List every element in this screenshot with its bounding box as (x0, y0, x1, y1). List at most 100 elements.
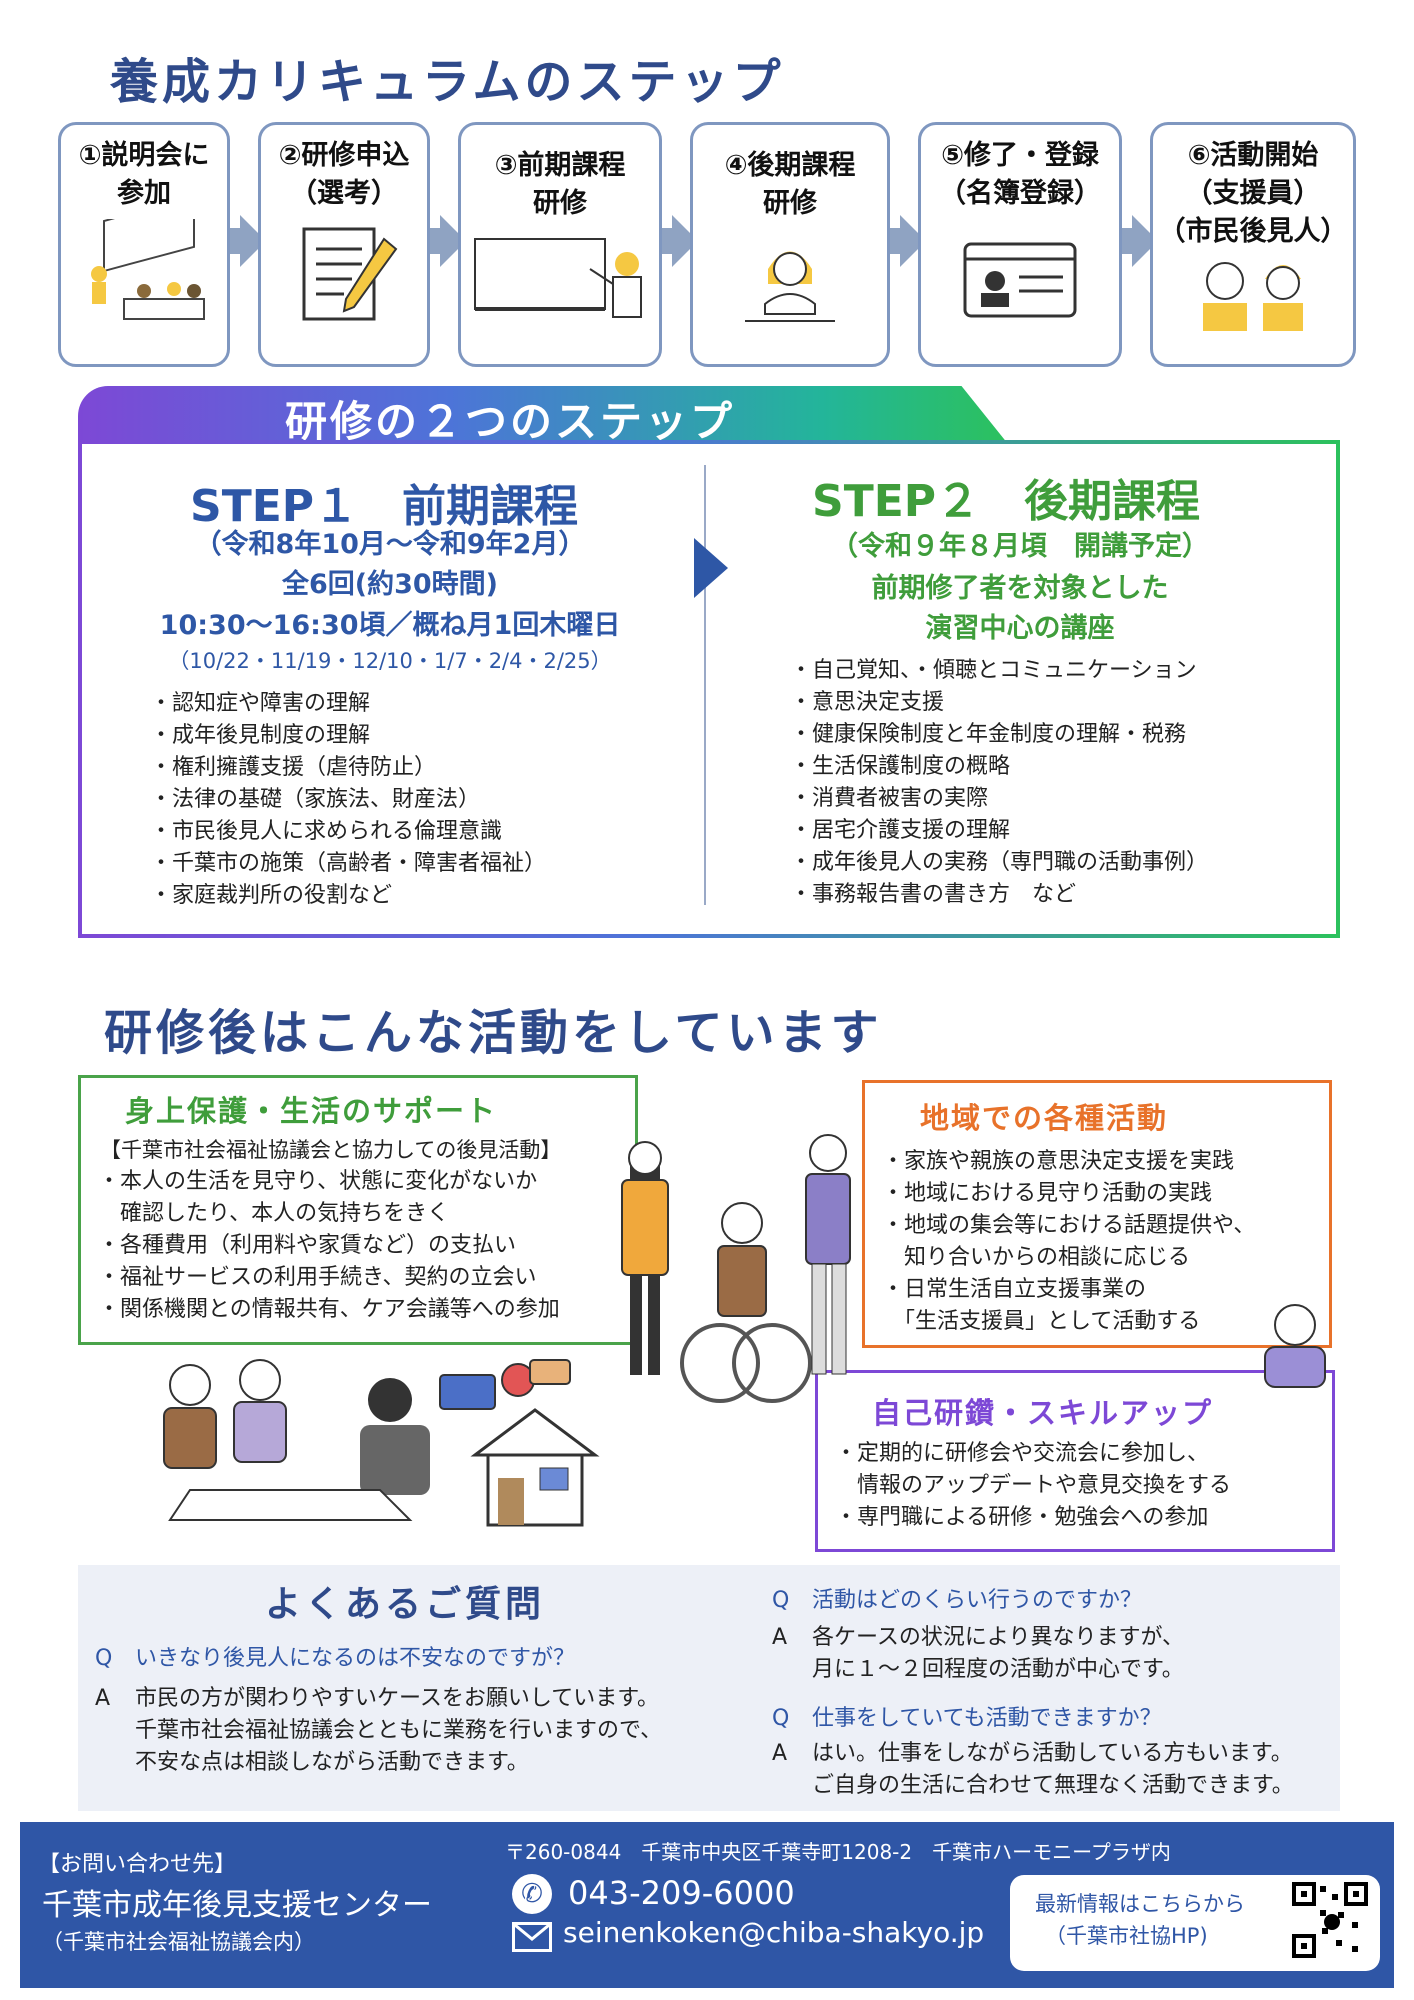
community-item: ・地域における見守り活動の実践 (882, 1181, 1213, 1206)
community-item: ・家族や親族の意思決定支援を実践 (882, 1149, 1235, 1174)
faq-section (78, 1565, 1340, 1811)
support-item: ・関係機関との情報共有、ケア会議等への参加 (98, 1297, 560, 1322)
list-item: 居宅介護支援の理解 (790, 815, 1208, 847)
list-item: 家庭裁判所の役割など (150, 880, 546, 912)
step-card-1: ①説明会に 参加 (58, 122, 230, 367)
training-steps-title: 研修の２つのステップ (285, 397, 736, 446)
support-title: 身上保護・生活のサポート (125, 1094, 498, 1128)
q-mark: Q (772, 1588, 790, 1613)
question-text: いきなり後見人になるのは不安なのですが？ (135, 1646, 576, 1671)
step-card-5: ⑤修了・登録 （名簿登録） (918, 122, 1122, 367)
contact-org: 千葉市成年後見支援センター (42, 1888, 432, 1923)
list-item: 自己覚知、・傾聴とコミュニケーション (790, 655, 1208, 687)
phone-icon: ✆ (512, 1874, 552, 1914)
step-label: ①説明会に 参加 (78, 140, 210, 209)
faq-question: Q 活動はどのくらい行うのですか？ (772, 1582, 1142, 1614)
step-label: ⑤修了・登録 （名簿登録） (939, 140, 1101, 209)
list-item: 事務報告書の書き方 など (790, 879, 1208, 911)
step-label: ③前期課程 研修 (494, 150, 626, 219)
list-item: 認知症や障害の理解 (150, 688, 546, 720)
lecture-illustration (474, 238, 642, 318)
step1-title: STEP１ 前期課程 (190, 481, 579, 532)
q-mark: Q (95, 1646, 113, 1671)
step1-time: 10:30〜16:30頃／概ね月1回木曜日 (159, 610, 621, 641)
step-label: ⑥活動開始 （支援員） （市民後見人） (1158, 140, 1348, 247)
answer-text: はい。仕事をしながら活動している方もいます。 ご自身の生活に合わせて無理なく活動… (812, 1741, 1294, 1798)
step2-desc2: 演習中心の講座 (925, 613, 1115, 644)
community-item: ・日常生活自立支援事業の 「生活支援員」として活動する (882, 1277, 1201, 1334)
skillup-title: 自己研鑽・スキルアップ (872, 1396, 1214, 1430)
skillup-item: ・定期的に研修会や交流会に参加し、 情報のアップデートや意見交換をする (835, 1441, 1232, 1498)
step2-title: STEP２ 後期課程 (812, 476, 1201, 527)
step2-desc1: 前期修了者を対象とした (871, 573, 1169, 604)
list-item: 生活保護制度の概略 (790, 751, 1208, 783)
step-card-3: ③前期課程 研修 (458, 122, 662, 367)
list-item: 千葉市の施策（高齢者・障害者福祉） (150, 848, 546, 880)
list-item: 健康保険制度と年金制度の理解・税務 (790, 719, 1208, 751)
support-item: ・福祉サービスの利用手続き、契約の立会い (98, 1265, 537, 1290)
step1-period: （令和8年10月〜令和9年2月） (194, 529, 586, 560)
faq-question: Q いきなり後見人になるのは不安なのですが？ (95, 1640, 575, 1672)
a-mark: A (772, 1625, 788, 1650)
faq-answer: A 市民の方が関わりやすいケースをお願いしています。 千葉市社会福祉協議会とともに… (95, 1683, 662, 1779)
contact-email[interactable]: seinenkoken@chiba-shakyo.jp (563, 1916, 985, 1949)
question-text: 活動はどのくらい行うのですか？ (812, 1588, 1143, 1613)
people-illustration (621, 1134, 851, 1403)
mail-icon (512, 1922, 552, 1952)
step-card-2: ②研修申込 （選考） (258, 122, 430, 367)
skillup-item: ・専門職による研修・勉強会への参加 (835, 1505, 1209, 1530)
house-icon (470, 1408, 600, 1527)
step2-period: （令和９年８月頃 開講予定） (831, 531, 1209, 562)
guardians-illustration (1203, 262, 1303, 331)
studying-person-illustration (1264, 1304, 1326, 1388)
contact-org-sub: （千葉市社会福祉協議会内） (42, 1930, 315, 1954)
seminar-illustration (91, 195, 205, 320)
training-steps-tab (78, 386, 1008, 444)
meeting-illustration (163, 1359, 571, 1521)
list-item: 法律の基礎（家族法、財産法） (150, 784, 546, 816)
faq-answer: A 各ケースの状況により異なりますが、 月に１〜２回程度の活動が中心です。 (772, 1622, 1184, 1686)
curriculum-heading: 養成カリキュラムのステップ (110, 54, 785, 110)
qr-code-icon[interactable] (1292, 1882, 1368, 1958)
answer-text: 市民の方が関わりやすいケースをお願いしています。 千葉市社会福祉協議会とともに業… (135, 1686, 663, 1775)
list-item: 権利擁護支援（虐待防止） (150, 752, 546, 784)
contact-label: 【お問い合わせ先】 (38, 1852, 237, 1877)
q-mark: Q (772, 1706, 790, 1731)
step1-dates: （10/22・11/19・12/10・1/7・2/4・2/25） (168, 649, 612, 673)
list-item: 成年後見制度の理解 (150, 720, 546, 752)
faq-question: Q 仕事をしていても活動できますか？ (772, 1700, 1162, 1732)
list-item: 成年後見人の実務（専門職の活動事例） (790, 847, 1208, 879)
support-item: ・本人の生活を見守り、状態に変化がないか 確認したり、本人の気持ちをきく (98, 1169, 538, 1226)
faq-answer: A はい。仕事をしながら活動している方もいます。 ご自身の生活に合わせて無理なく活… (772, 1738, 1294, 1802)
community-title: 地域での各種活動 (920, 1101, 1169, 1135)
community-item: ・地域の集会等における話題提供や、 知り合いからの相談に応じる (882, 1213, 1256, 1270)
faq-title: よくあるご質問 (265, 1584, 546, 1625)
list-item: 意思決定支援 (790, 687, 1208, 719)
step-label: ④後期課程 研修 (724, 150, 856, 219)
a-mark: A (95, 1686, 111, 1711)
application-form-icon (302, 227, 398, 321)
hp-line2: （千葉市社協HP) (1045, 1924, 1208, 1948)
step1-count: 全6回(約30時間) (281, 569, 499, 600)
contact-address: 〒260-0844 千葉市中央区千葉寺町1208-2 千葉市ハーモニープラザ内 (505, 1840, 1171, 1864)
id-card-icon (963, 242, 1077, 318)
hp-line1: 最新情報はこちらから (1035, 1892, 1245, 1916)
list-item: 市民後見人に求められる倫理意識 (150, 816, 546, 848)
support-box (78, 1075, 638, 1345)
step-label: ②研修申込 （選考） (278, 140, 410, 209)
panel-divider (704, 465, 706, 905)
contact-phone[interactable]: 043-209-6000 (568, 1874, 795, 1912)
step-card-4: ④後期課程 研修 (690, 122, 890, 367)
activities-heading: 研修後はこんな活動をしています (104, 1005, 883, 1061)
answer-text: 各ケースの状況により異なりますが、 月に１〜２回程度の活動が中心です。 (812, 1625, 1185, 1682)
skillup-box (815, 1370, 1335, 1552)
list-item: 消費者被害の実際 (790, 783, 1208, 815)
a-mark: A (772, 1741, 788, 1766)
panel-arrow-icon (694, 538, 728, 598)
community-box (862, 1080, 1332, 1348)
step1-topic-list: 認知症や障害の理解 成年後見制度の理解 権利擁護支援（虐待防止） 法律の基礎（家… (150, 688, 546, 912)
question-text: 仕事をしていても活動できますか？ (812, 1706, 1162, 1731)
studying-illustration (745, 251, 835, 322)
step-card-6: ⑥活動開始 （支援員） （市民後見人） (1150, 122, 1356, 367)
step2-topic-list: 自己覚知、・傾聴とコミュニケーション 意思決定支援 健康保険制度と年金制度の理解… (790, 655, 1208, 911)
